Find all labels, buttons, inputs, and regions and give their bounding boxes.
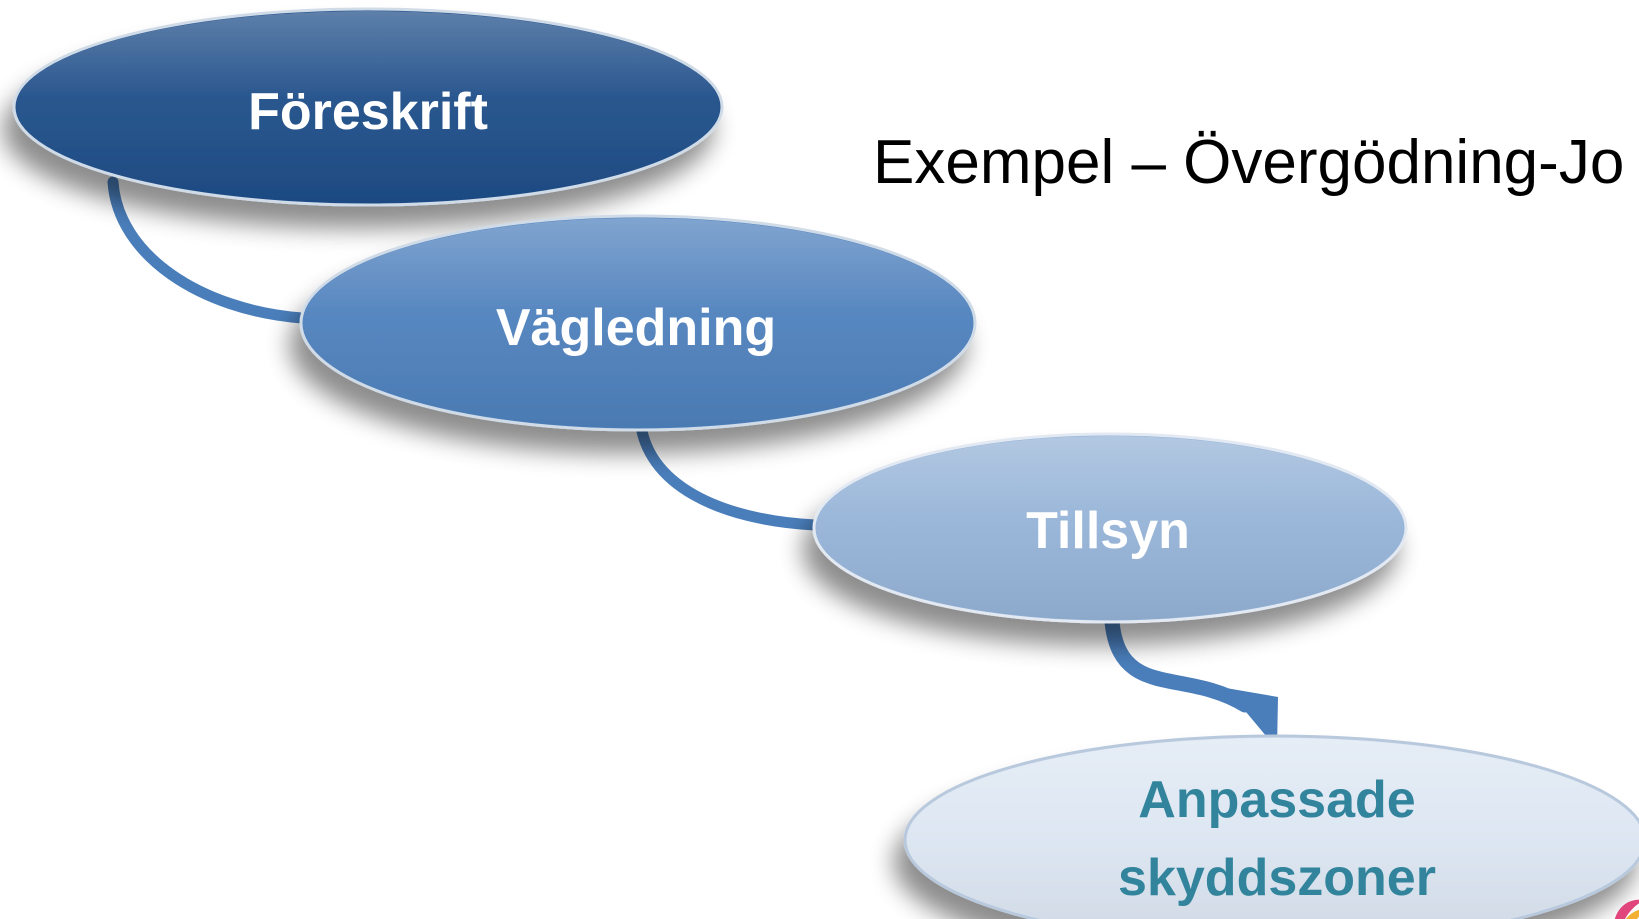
connector-vagledning-tillsyn: [634, 412, 821, 531]
connector-tillsyn-anpassade: [1104, 614, 1253, 713]
node-foreskrift: [12, 7, 724, 207]
node-label-anpassade-line1: Anpassade: [1138, 771, 1415, 829]
node-gloss: [303, 218, 973, 428]
node-label-anpassade-line2: skyddszoner: [1118, 849, 1436, 907]
node-label-foreskrift: Föreskrift: [248, 83, 488, 141]
connectors: [107, 176, 1278, 749]
node-anpassade-skyddszoner: [903, 734, 1639, 919]
logo-icon: [1614, 899, 1639, 919]
node-gloss: [16, 11, 720, 203]
node-label-tillsyn: Tillsyn: [1026, 502, 1190, 560]
arrowhead-icon: [1226, 688, 1278, 749]
slide-title: Exempel – Övergödning-Jo: [873, 128, 1625, 197]
connector-foreskrift-vagledning: [107, 176, 308, 324]
node-label-vagledning: Vägledning: [496, 299, 776, 357]
node-tillsyn: [812, 432, 1408, 624]
node-gloss: [907, 738, 1639, 919]
node-gloss: [816, 436, 1404, 620]
node-vagledning: [299, 214, 977, 432]
